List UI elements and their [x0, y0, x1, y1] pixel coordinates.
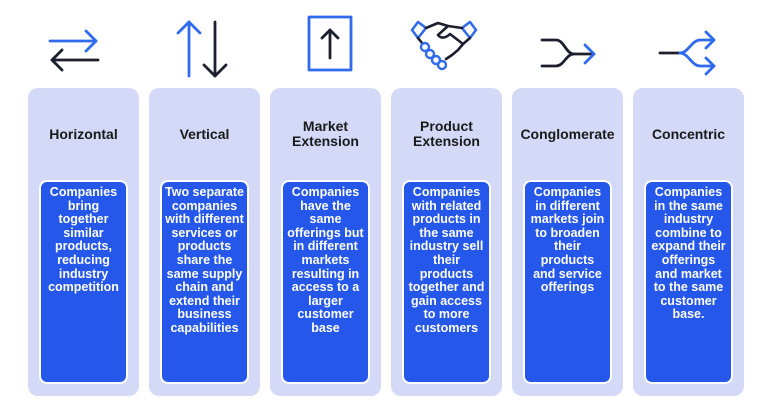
card-title: Market Extension [292, 118, 359, 149]
card-description: Companies in different markets join to b… [523, 180, 612, 384]
card-title: Horizontal [49, 125, 118, 142]
card-horizontal: Horizontal Companies bring together simi… [28, 88, 139, 396]
card-conglomerate: Conglomerate Companies in different mark… [512, 88, 623, 396]
card-title: Vertical [179, 125, 230, 142]
arrow-up-box-icon [294, 14, 366, 84]
merge-arrows-icon [532, 14, 604, 84]
card-description: Companies in the same industry combine t… [644, 180, 733, 384]
card-market-extension: Market Extension Companies have the same… [270, 88, 381, 396]
horizontal-swap-arrows-icon [38, 14, 110, 84]
card-title: Product Extension [413, 118, 480, 149]
card-title: Conglomerate [520, 125, 615, 142]
card-description: Two separate companies with different se… [160, 180, 249, 384]
card-vertical: Vertical Two separate companies with dif… [149, 88, 260, 396]
card-product-extension: Product Extension Companies with related… [391, 88, 502, 396]
card-description: Companies bring together similar product… [39, 180, 128, 384]
card-concentric: Concentric Companies in the same industr… [633, 88, 744, 396]
handshake-icon [408, 14, 480, 84]
card-description: Companies have the same offerings but in… [281, 180, 370, 384]
split-arrows-icon [652, 14, 724, 84]
card-title: Concentric [651, 125, 726, 142]
vertical-swap-arrows-icon [167, 14, 239, 84]
card-description: Companies with related products in the s… [402, 180, 491, 384]
